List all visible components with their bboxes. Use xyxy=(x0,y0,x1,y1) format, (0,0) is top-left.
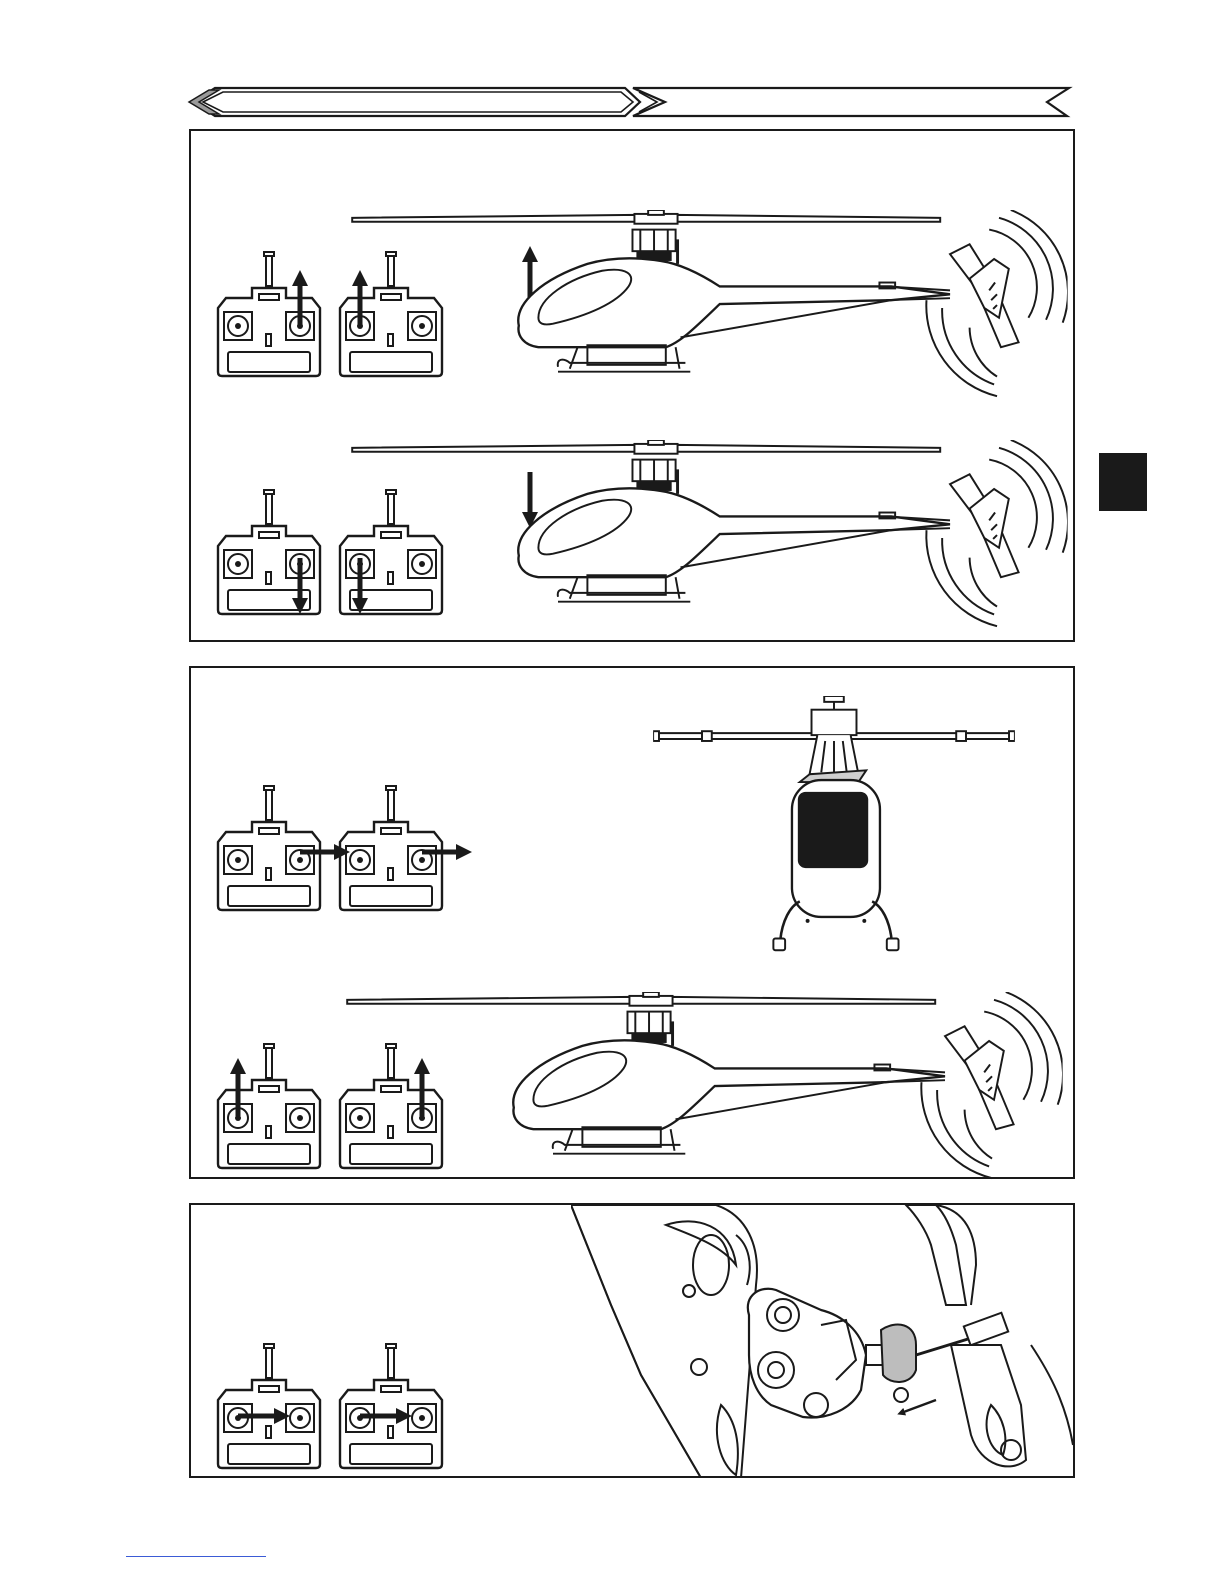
chapter-tab xyxy=(1099,453,1147,511)
helicopter-front-view xyxy=(648,696,1020,960)
tx-pair-rudder xyxy=(214,1340,454,1472)
helicopter-side-elevator xyxy=(335,992,1065,1188)
header-banner xyxy=(185,84,1075,120)
helicopter-side-pitch-down xyxy=(340,440,1070,636)
footer-link-underline[interactable] xyxy=(126,1556,266,1557)
tx-pair-aileron xyxy=(214,782,474,914)
tail-rotor-closeup xyxy=(571,1205,1075,1478)
helicopter-side-pitch-up xyxy=(340,210,1070,406)
